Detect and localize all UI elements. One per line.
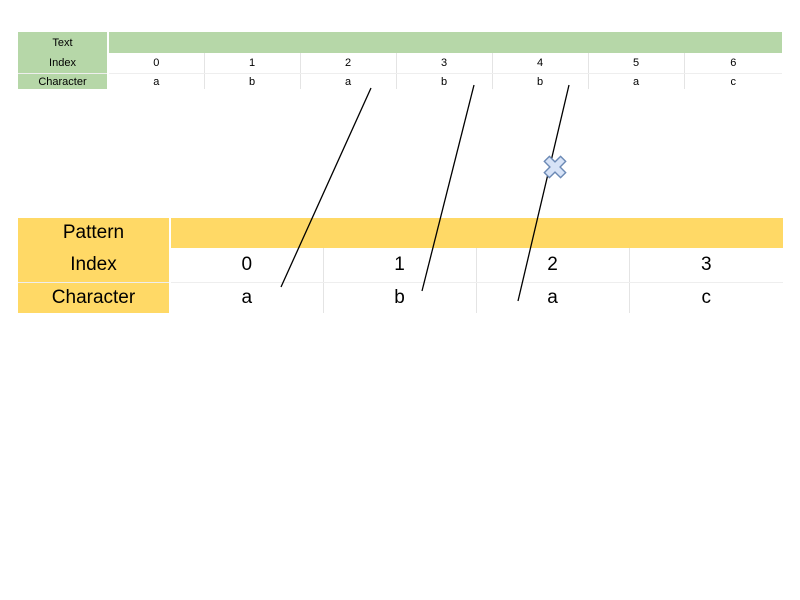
text-index-cell-0: 0: [108, 53, 205, 74]
pattern-table: Pattern Index 0 1 2 3 Character a b a c: [18, 218, 783, 313]
text-table-character-label: Character: [18, 73, 109, 89]
pattern-char-cell-0: a: [170, 282, 324, 313]
pattern-table-header-fill-3: [629, 218, 783, 248]
text-table-header-fill-5: [588, 32, 684, 53]
text-char-cell-5: a: [588, 73, 685, 89]
text-table: Text Index 0 1 2 3 4 5 6 Character: [18, 32, 782, 89]
pattern-table-index-label: Index: [18, 248, 171, 283]
text-char-cell-6: c: [684, 73, 782, 89]
text-index-cell-3: 3: [396, 53, 493, 74]
text-table-header-fill-3: [396, 32, 492, 53]
text-char-cell-4: b: [492, 73, 589, 89]
text-char-cell-2: a: [300, 73, 397, 89]
pattern-table-character-row: Character a b a c: [18, 282, 783, 313]
text-index-cell-2: 2: [300, 53, 397, 74]
pattern-char-cell-2: a: [476, 282, 630, 313]
pattern-table-header-row: Pattern: [18, 218, 783, 248]
text-table-index-label: Index: [18, 53, 109, 74]
pattern-index-cell-2: 2: [476, 248, 630, 283]
pattern-table-header-fill-1: [323, 218, 476, 248]
text-table-header-fill-2: [300, 32, 396, 53]
pattern-table-header-fill-2: [476, 218, 629, 248]
text-table-header-fill-6: [684, 32, 782, 53]
text-table-title: Text: [18, 32, 109, 53]
pattern-char-cell-3: c: [629, 282, 783, 313]
text-index-cell-6: 6: [684, 53, 782, 74]
pattern-table-header-fill-0: [170, 218, 323, 248]
text-char-cell-0: a: [108, 73, 205, 89]
text-table-header-fill-4: [492, 32, 588, 53]
text-char-cell-1: b: [204, 73, 301, 89]
text-index-cell-4: 4: [492, 53, 589, 74]
text-table-header-row: Text: [18, 32, 782, 53]
text-index-cell-5: 5: [588, 53, 685, 74]
pattern-index-cell-0: 0: [170, 248, 324, 283]
text-table-header-fill-0: [108, 32, 204, 53]
pattern-table-title: Pattern: [18, 218, 171, 248]
text-table-header-fill-1: [204, 32, 300, 53]
text-char-cell-3: b: [396, 73, 493, 89]
text-table-index-row: Index 0 1 2 3 4 5 6: [18, 53, 782, 74]
text-table-character-row: Character a b a b b a c: [18, 73, 782, 89]
pattern-index-cell-3: 3: [629, 248, 783, 283]
pattern-table-index-row: Index 0 1 2 3: [18, 248, 783, 283]
pattern-index-cell-1: 1: [323, 248, 477, 283]
mismatch-x-icon: [543, 155, 567, 179]
text-index-cell-1: 1: [204, 53, 301, 74]
pattern-table-character-label: Character: [18, 282, 171, 313]
pattern-char-cell-1: b: [323, 282, 477, 313]
